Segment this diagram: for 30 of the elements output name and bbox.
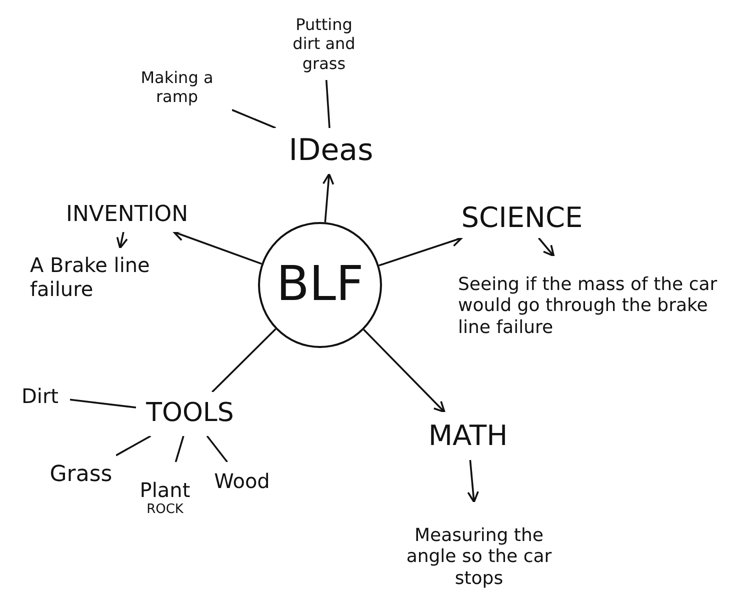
topic-label: Grass — [48, 462, 114, 488]
connector-line — [70, 398, 136, 408]
topic-label: Dirt — [20, 384, 60, 408]
arrow — [116, 232, 128, 249]
topic-label: ROCK — [146, 502, 184, 518]
arrow — [378, 236, 463, 266]
topic-label: Measuring the angle so the car stops — [405, 524, 553, 590]
arrow — [467, 460, 479, 503]
central-topic: BLF — [275, 256, 365, 314]
arrow — [538, 237, 555, 257]
topic-label: A Brake line failure — [30, 253, 151, 301]
connector-line — [116, 435, 152, 456]
topic-label: SCIENCE — [460, 201, 584, 235]
topic-label: Wood — [213, 469, 271, 493]
arrow — [363, 329, 446, 413]
topic-label: Plant — [138, 478, 192, 502]
topic-label: TOOLS — [145, 398, 235, 430]
connector-line — [212, 328, 276, 393]
topic-label: Putting dirt and grass — [292, 15, 356, 73]
topic-label: INVENTION — [64, 202, 190, 228]
topic-label: MATH — [427, 419, 509, 453]
connector-line — [232, 109, 276, 129]
arrow — [172, 230, 262, 265]
topic-label: Making a ramp — [140, 68, 214, 106]
connector-line — [206, 435, 228, 463]
connector-line — [174, 436, 184, 462]
arrow — [322, 173, 334, 222]
connector-line — [325, 80, 330, 128]
topic-label: IDeas — [288, 133, 374, 169]
topic-label: Seeing if the mass of the car would go through the brake line failure — [458, 274, 718, 338]
